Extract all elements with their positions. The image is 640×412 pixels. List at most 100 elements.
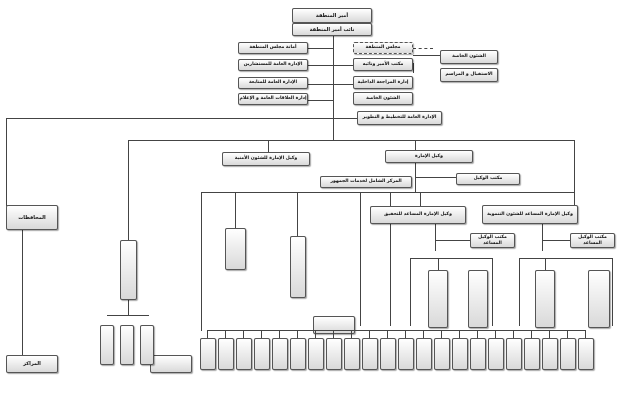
internal-affairs-admin-box (290, 236, 306, 298)
connector-line (435, 240, 471, 241)
centers-box: المراكز (6, 355, 58, 373)
connector-line (438, 258, 439, 271)
bottom-unit-box-13 (416, 338, 432, 370)
inv-private-box (428, 270, 448, 328)
deputy-office-box: مكتب الوكيل (456, 173, 520, 185)
bottom-unit-box-19 (524, 338, 540, 370)
connector-line (360, 192, 361, 326)
emirate-deputy-box: وكيل الإمارة (385, 150, 473, 163)
connector-line (513, 330, 514, 339)
bottom-unit-box-18 (506, 338, 522, 370)
council-secretariat-box-label: أمانة مجلس المنطقة (249, 45, 297, 51)
it-admin-box (120, 240, 137, 300)
bottom-unit-box-6 (290, 338, 306, 370)
connector-line (315, 330, 316, 339)
deputy-emir-box-label: نائب أمير المنطقة (309, 26, 355, 33)
public-service-center-box: المركز الشامل لخدمات الجمهور (320, 176, 412, 188)
governorates-box-label: المحافظات (18, 214, 46, 221)
connector-line (387, 330, 388, 339)
reception-line (413, 63, 414, 73)
governorates-branch-line (6, 118, 334, 119)
connector-line (22, 230, 23, 356)
followup-admin-box: الإدارة العامة للمتابعة (238, 77, 308, 89)
connector-line (308, 65, 354, 66)
bottom-unit-box-3 (236, 338, 252, 370)
dev-services-box (535, 270, 555, 328)
connector-line (415, 177, 457, 178)
bottom-unit-box-16 (470, 338, 486, 370)
connector-line (405, 330, 406, 339)
internal-audit-box: إدارة المراجعة الداخلية (353, 76, 413, 89)
connector-line (6, 118, 7, 206)
bottom-unit-box-9 (344, 338, 360, 370)
bottom-unit-box-7 (308, 338, 324, 370)
connector-line (201, 192, 202, 331)
asst-development-box: وكيل الإمارة المساعد للشئون التنموية (482, 205, 578, 224)
private-affairs-box-label: الشئون الخاصة (452, 54, 486, 60)
storage-monitor-box (313, 316, 355, 334)
connector-line (492, 258, 493, 326)
deputy-emir-box: نائب أمير المنطقة (292, 23, 372, 36)
bottom-unit-box-21 (560, 338, 576, 370)
dev-municipal-box (588, 270, 610, 328)
bottom-unit-box-20 (542, 338, 558, 370)
connector-line (390, 192, 391, 326)
connector-line (415, 163, 416, 186)
bottom-unit-box-2 (218, 338, 234, 370)
connector-line (423, 330, 424, 339)
bottom-unit-box-4 (254, 338, 270, 370)
advisors-admin-box: الإدارة العامة للمستشارين (238, 59, 308, 71)
bottom-unit-box-12 (398, 338, 414, 370)
connector-line (279, 330, 280, 339)
centers-box-label: المراكز (23, 361, 41, 367)
connector-line (585, 330, 586, 339)
bottom-unit-box-15 (452, 338, 468, 370)
planning-dev-box-label: الإدارة العامة للتخطيط و التطوير (362, 115, 437, 121)
emir-office-box-label: مكتب الأمير ونائبه (362, 61, 404, 67)
connector-line (128, 300, 129, 316)
followup-admin-box-label: الإدارة العامة للمتابعة (248, 80, 298, 86)
connector-line (519, 258, 613, 259)
connector-line (297, 192, 298, 237)
connector-line (519, 258, 520, 326)
region-council-box-label: مجلس المنطقة (365, 45, 401, 51)
connector-line (567, 330, 568, 339)
connector-line (435, 224, 436, 251)
emir-box-label: أمير المنطقة (315, 12, 349, 19)
connector-line (225, 330, 226, 339)
connector-line (268, 140, 269, 153)
advisors-admin-box-label: الإدارة العامة للمستشارين (243, 62, 303, 68)
connector-line (333, 330, 334, 339)
connector-line (207, 330, 586, 331)
connector-line (545, 258, 546, 271)
private-affairs-box: الشئون الخاصة (440, 50, 498, 64)
security-deputy-box-label: وكيل الإمارة للشئون الأمنية (234, 156, 298, 162)
connector-line (542, 240, 571, 241)
governorates-box: المحافظات (6, 205, 58, 230)
connector-line (308, 84, 354, 85)
connector-line (574, 140, 575, 206)
connector-line (531, 330, 532, 339)
inv-public-box (468, 270, 488, 328)
connector-line (410, 258, 411, 326)
connector-line (477, 330, 478, 339)
asst-development-box-label: وكيل الإمارة المساعد للشئون التنموية (487, 211, 573, 217)
connector-line (369, 330, 370, 339)
asst-deputy-office-box-1: مكتب الوكيل المساعد (470, 233, 515, 248)
asst-deputy-office-box-2-label: مكتب الوكيل المساعد (578, 235, 607, 246)
asst-investigation-box-label: وكيل الإمارة المساعد للتحقيق (384, 212, 452, 218)
private-office-box: الشئون الخاصة (353, 92, 413, 105)
bottom-unit-box-14 (434, 338, 450, 370)
docs-center-box (225, 228, 246, 270)
connector-line (207, 330, 208, 339)
connector-line (549, 330, 550, 339)
bottom-unit-box-8 (326, 338, 342, 370)
reception-protocol-box: الاستقبال و المراسم (440, 68, 498, 82)
emir-office-box: مكتب الأمير ونائبه (353, 58, 413, 71)
it-sub-box-2 (120, 325, 134, 365)
planning-dev-box: الإدارة العامة للتخطيط و التطوير (357, 111, 442, 125)
deputy-office-box-label: مكتب الوكيل (473, 176, 503, 182)
relations-media-box-label: إدارة العلاقات العامة و الإعلام (239, 96, 307, 102)
connector-line (420, 192, 421, 207)
